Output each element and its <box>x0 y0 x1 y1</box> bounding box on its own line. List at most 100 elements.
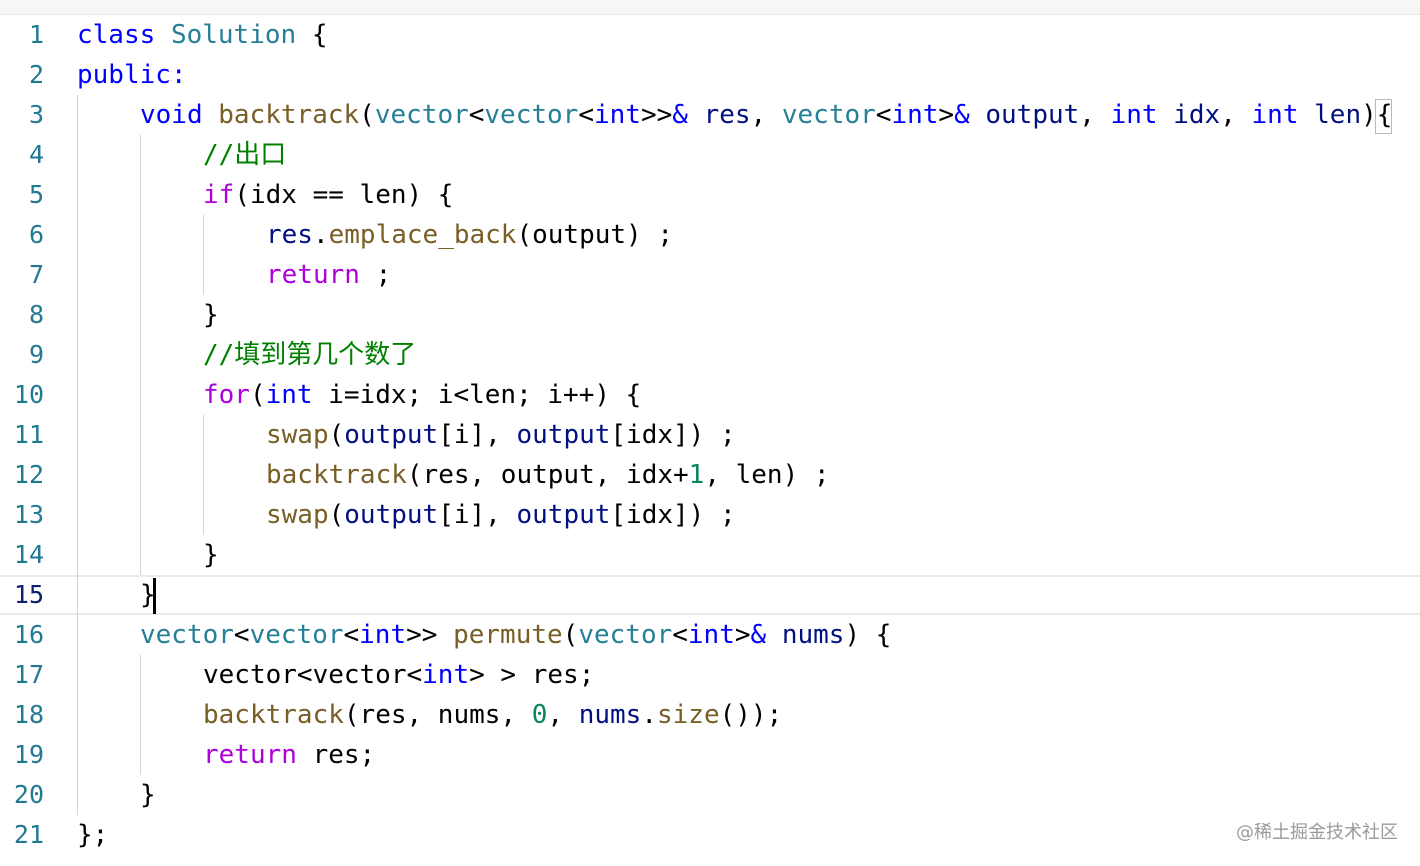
code-text: class Solution { <box>77 15 327 55</box>
indent-guide <box>77 95 78 815</box>
code-token: //出口 <box>203 140 287 170</box>
code-token: i=idx; i<len; i++) { <box>312 380 642 410</box>
code-token: >> <box>406 620 454 650</box>
code-token: , <box>1079 100 1111 130</box>
code-token: output <box>344 420 439 450</box>
code-token: [i], <box>438 420 517 450</box>
code-token: [idx]) ; <box>610 420 736 450</box>
code-token: & <box>672 100 688 130</box>
code-token: < <box>468 100 485 130</box>
code-token: > <box>938 100 955 130</box>
line-number: 7 <box>28 260 44 289</box>
code-token: int <box>422 660 470 690</box>
code-token <box>766 620 782 650</box>
code-token: backtrack <box>218 100 360 130</box>
code-token: } <box>203 300 219 330</box>
code-token: ()); <box>719 700 783 730</box>
code-token <box>155 20 171 50</box>
code-text: return ; <box>266 255 391 295</box>
line-number: 10 <box>13 380 44 409</box>
code-text: public: <box>77 55 187 95</box>
code-token: ; <box>359 260 392 290</box>
code-line[interactable]: 21}; <box>0 815 1420 855</box>
line-number: 9 <box>28 340 44 369</box>
line-number: 8 <box>28 300 44 329</box>
code-text: swap(output[i], output[idx]) ; <box>266 495 736 535</box>
code-text: for(int i=idx; i<len; i++) { <box>203 375 641 415</box>
watermark: @稀土掘金技术社区 <box>1236 822 1398 843</box>
code-token: . <box>641 700 657 730</box>
code-line[interactable]: 4//出口 <box>0 135 1420 175</box>
text-cursor <box>153 578 156 614</box>
code-line[interactable]: 8} <box>0 295 1420 335</box>
code-token: Solution <box>170 20 297 50</box>
code-token: output <box>985 100 1080 130</box>
code-token <box>970 100 986 130</box>
code-token: & <box>750 620 767 650</box>
editor-top-bar <box>0 0 1420 15</box>
code-line[interactable]: 15} <box>0 575 1420 615</box>
code-line[interactable]: 7 return ; <box>0 255 1420 295</box>
code-text: }; <box>77 815 108 855</box>
code-token: > > res; <box>469 660 595 690</box>
code-token: > <box>734 620 751 650</box>
code-token: vector <box>484 100 579 130</box>
code-token: nums <box>781 620 845 650</box>
code-token: for <box>203 380 250 410</box>
code-token: ( <box>359 100 375 130</box>
code-line[interactable]: 10 for(int i=idx; i<len; i++) { <box>0 375 1420 415</box>
code-text: } <box>140 775 156 815</box>
code-token: int <box>891 100 939 130</box>
indent-guide <box>140 135 141 575</box>
code-token: res; <box>296 740 376 770</box>
code-token: vector <box>781 100 876 130</box>
code-token: < <box>672 620 688 650</box>
code-token: size <box>656 700 720 730</box>
code-token <box>688 100 704 130</box>
line-number: 20 <box>13 780 44 809</box>
code-token: ( <box>249 380 266 410</box>
code-line[interactable]: 14} <box>0 535 1420 575</box>
code-token <box>1158 100 1174 130</box>
line-number: 3 <box>28 100 44 129</box>
code-line[interactable]: 9 //填到第几个数了 <box>0 335 1420 375</box>
code-token: , <box>547 700 579 730</box>
code-text: //填到第几个数了 <box>203 335 416 375</box>
line-number: 17 <box>13 660 44 689</box>
code-token <box>1298 100 1314 130</box>
code-token: ( <box>562 620 579 650</box>
code-token: { <box>296 20 328 50</box>
code-token: len <box>1314 100 1362 130</box>
code-token: output <box>344 500 439 530</box>
code-token: nums <box>578 700 642 730</box>
code-token: ) { <box>844 620 892 650</box>
line-number: 16 <box>13 620 44 649</box>
code-token: < <box>875 100 892 130</box>
code-token: if <box>203 180 235 210</box>
code-token: int <box>1110 100 1158 130</box>
code-token: int <box>593 100 641 130</box>
code-token: , len) ; <box>704 460 830 490</box>
code-token: void <box>140 100 203 130</box>
code-token: ( <box>328 500 345 530</box>
code-token: permute <box>453 620 563 650</box>
code-token: , <box>750 100 782 130</box>
code-text: } <box>203 295 219 335</box>
code-line[interactable]: 20} <box>0 775 1420 815</box>
code-token: 0 <box>531 700 548 730</box>
code-token: 1 <box>688 460 705 490</box>
code-token: backtrack <box>203 700 344 730</box>
